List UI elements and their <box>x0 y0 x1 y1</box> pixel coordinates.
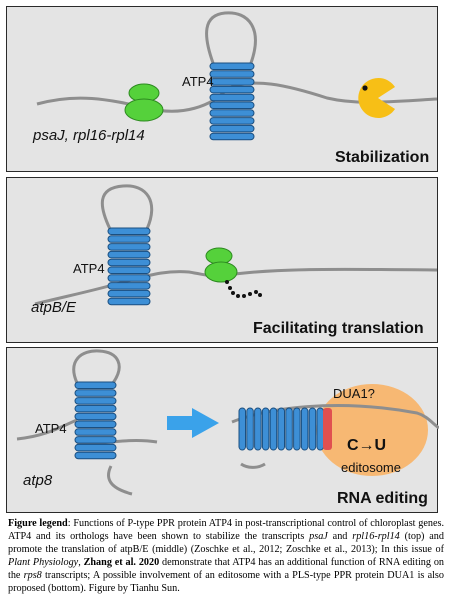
pacman-nuclease-icon <box>358 78 395 118</box>
ppr-repeat <box>209 124 255 133</box>
ppr-repeat <box>316 407 324 451</box>
ppr-repeat <box>107 258 151 267</box>
ppr-repeat <box>209 70 255 78</box>
ppr-repeat <box>209 101 255 109</box>
ppr-repeat <box>293 407 301 451</box>
ppr-repeat <box>209 62 255 70</box>
ppr-repeat <box>209 117 255 125</box>
peptide-chain-icon <box>225 280 262 298</box>
legend-lead: Figure legend <box>8 518 68 529</box>
ppr-repeat <box>74 428 117 436</box>
ppr-repeat <box>308 407 317 451</box>
rna-stem-loop <box>72 349 121 384</box>
ppr-repeat <box>74 381 117 389</box>
ppr-repeat <box>209 78 255 86</box>
rna-stem-loop <box>100 184 154 230</box>
ppr-repeat <box>74 412 117 421</box>
panel-title: Stabilization <box>335 149 430 166</box>
ppr-repeat <box>254 407 262 451</box>
ppr-repeat <box>74 451 117 460</box>
ppr-repeat <box>107 297 151 306</box>
ppr-repeat <box>74 436 117 444</box>
atp4-label: ATP4 <box>182 74 214 89</box>
ppr-repeat <box>246 407 254 451</box>
ppr-repeat <box>209 85 255 94</box>
ppr-repeat <box>209 93 255 102</box>
ppr-protein-coil-horizontal <box>238 407 324 451</box>
ppr-repeat <box>209 109 255 117</box>
panel-stabilization: ATP4 psaJ, rpl16-rpl14 Stabilization <box>6 6 438 172</box>
panel-title: RNA editing <box>337 490 428 507</box>
translation-diagram <box>34 184 438 306</box>
gene-label: psaJ, rpl16-rpl14 <box>33 127 145 144</box>
ppr-repeat <box>74 397 117 405</box>
ribosome-icon <box>204 247 238 283</box>
ppr-repeat <box>74 389 117 397</box>
rna-editing-diagram <box>16 349 439 496</box>
ribosome-icon <box>124 83 164 122</box>
stabilization-diagram <box>36 11 438 141</box>
gene-label: atpB/E <box>31 299 77 316</box>
panel-rna-editing: ATP4 atp8 DUA1? C→U editosome RNA editin… <box>6 347 439 513</box>
ppr-repeat <box>74 404 117 413</box>
ppr-repeat <box>209 132 255 141</box>
ppr-repeat <box>107 250 151 259</box>
ppr-repeat <box>261 407 270 451</box>
rna-strand <box>34 267 438 306</box>
ppr-repeat <box>285 407 293 451</box>
ppr-protein-coil <box>209 62 255 141</box>
dua1-label: DUA1? <box>333 386 375 401</box>
panel-facilitating-translation: ATP4 atpB/E Facilitating translation <box>6 177 438 343</box>
ppr-repeat <box>74 443 117 452</box>
ppr-repeat <box>277 407 285 451</box>
ppr-repeat <box>238 407 246 451</box>
panel-title: Facilitating translation <box>253 320 424 337</box>
editosome-label: editosome <box>341 460 401 475</box>
ppr-repeat <box>107 282 151 290</box>
figure-legend: Figure legend: Functions of P-type PPR p… <box>8 518 445 594</box>
dua1-protein <box>323 408 332 450</box>
right-arrow-icon <box>167 408 219 438</box>
ppr-repeat <box>107 227 151 235</box>
ppr-repeat <box>269 407 278 451</box>
ppr-protein-coil <box>107 227 151 306</box>
ppr-repeat <box>107 274 151 282</box>
ppr-repeat <box>107 235 151 243</box>
ppr-repeat <box>300 407 309 451</box>
ppr-repeat <box>107 243 151 251</box>
conversion-label: C→U <box>347 437 387 454</box>
ppr-protein-coil <box>74 381 117 460</box>
rna-stem-loop <box>205 11 257 64</box>
atp4-label: ATP4 <box>35 421 67 436</box>
ppr-repeat <box>107 289 151 298</box>
ppr-repeat <box>107 266 151 274</box>
pacman-eye <box>362 85 368 91</box>
atp4-label: ATP4 <box>73 261 105 276</box>
ppr-repeat <box>74 420 117 428</box>
gene-label: atp8 <box>23 472 53 489</box>
